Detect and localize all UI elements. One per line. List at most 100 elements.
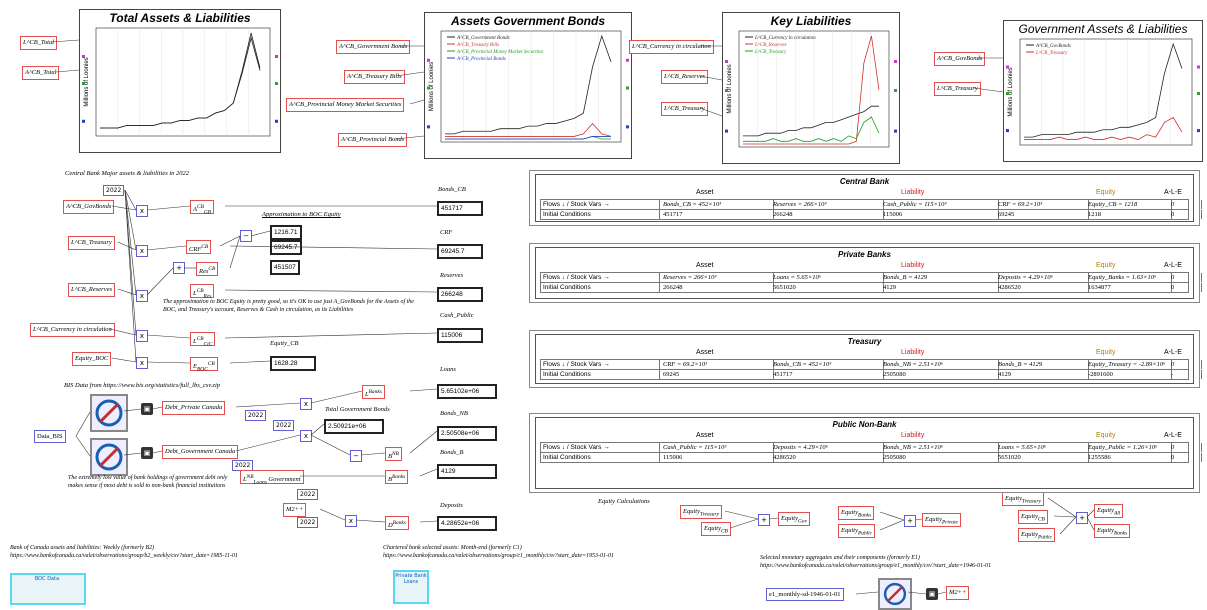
- var-equity-boc[interactable]: Equity_BOC: [72, 352, 112, 366]
- operator-index[interactable]: x: [136, 357, 148, 369]
- var-bonds-b-flow[interactable]: BBanks: [385, 470, 409, 484]
- var-crf-eq[interactable]: EquityCB: [1018, 510, 1048, 524]
- operator-index[interactable]: x: [300, 398, 312, 410]
- initial-value-cell[interactable]: 4129: [881, 283, 999, 292]
- operator-subtract[interactable]: −: [350, 450, 362, 462]
- var-crf[interactable]: CRFCB: [186, 240, 212, 254]
- stock-var-cell[interactable]: 0: [1169, 273, 1202, 282]
- stock-var-cell[interactable]: Loans = 5.65×10⁶: [771, 273, 884, 282]
- initial-value-cell[interactable]: 69245: [996, 210, 1089, 219]
- stock-var-cell[interactable]: Bonds_CB = 452×10³: [661, 200, 774, 209]
- stock-var-cell[interactable]: 0: [1169, 200, 1202, 209]
- var-a-govbonds[interactable]: A^CB_GovBonds: [934, 52, 986, 66]
- year-box[interactable]: 2022: [245, 410, 267, 421]
- var-eq-flow[interactable]: EBOCCB: [190, 357, 218, 372]
- var-m2-e1[interactable]: M2++: [946, 586, 970, 600]
- var-a-government-bonds[interactable]: A^CB_Government Bonds: [336, 40, 411, 54]
- var-equity-public-2[interactable]: EquityPublic: [1018, 528, 1056, 542]
- var-reserves-calc[interactable]: ResCB: [196, 262, 219, 276]
- stock-var-cell[interactable]: Bonds_B = 4129: [881, 273, 999, 282]
- stock-var-cell[interactable]: Equity_Treasury = -2.89×10⁶: [1086, 360, 1172, 369]
- stock-var-cell[interactable]: Bonds_CB = 452×10³: [771, 360, 884, 369]
- lock-icon[interactable]: ▣: [926, 588, 938, 600]
- operator-index[interactable]: x: [300, 430, 312, 442]
- initial-value-cell[interactable]: 451717: [661, 210, 774, 219]
- initial-value-cell[interactable]: 1255586: [1086, 453, 1172, 462]
- var-equity-cb[interactable]: EquityCB: [701, 522, 731, 536]
- var-l-reserves[interactable]: L^CB_Reserves: [661, 70, 709, 84]
- var-loans-flow[interactable]: LBanks: [362, 385, 385, 399]
- var-equity-banks[interactable]: EquityBanks: [838, 506, 875, 520]
- var-l-treasury-2[interactable]: L^CB_Treasury: [934, 82, 981, 96]
- operator-add[interactable]: +: [904, 515, 916, 527]
- year-box[interactable]: 2022: [297, 489, 319, 500]
- initial-value-cell[interactable]: 0: [1169, 453, 1202, 462]
- initial-value-cell[interactable]: 69245: [661, 370, 774, 379]
- year-box[interactable]: 2022: [273, 420, 295, 431]
- var-debt-government[interactable]: Debt_Government Canada: [162, 445, 239, 459]
- private-bank-loans-thumbnail[interactable]: Private Bank Loans: [393, 570, 429, 604]
- var-l-cic-flow[interactable]: LCBCiC: [190, 332, 216, 347]
- stock-var-cell[interactable]: Reserves = 266×10³: [661, 273, 774, 282]
- initial-value-cell[interactable]: 5651020: [996, 453, 1089, 462]
- initial-value-cell[interactable]: 115006: [661, 453, 774, 462]
- initial-value-cell[interactable]: 2505080: [881, 370, 999, 379]
- stock-var-cell[interactable]: Reserves = 266×10³: [771, 200, 884, 209]
- stock-var-cell[interactable]: Loans = 5.65×10⁶: [996, 443, 1089, 452]
- operator-index[interactable]: x: [136, 205, 148, 217]
- initial-value-cell[interactable]: 4286520: [996, 283, 1089, 292]
- stock-var-cell[interactable]: Cash_Public = 115×10³: [881, 200, 999, 209]
- stock-var-cell[interactable]: Bonds_NB = 2.51×10⁶: [881, 360, 999, 369]
- lock-icon[interactable]: ▣: [141, 447, 153, 459]
- var-equity-banks-2[interactable]: EquityBanks: [1094, 524, 1131, 538]
- year-box[interactable]: 2022: [297, 517, 319, 528]
- lock-icon[interactable]: ▣: [141, 403, 153, 415]
- data-bis[interactable]: Data_BIS: [34, 430, 66, 443]
- stock-var-cell[interactable]: Cash_Public = 115×10³: [661, 443, 774, 452]
- var-equity-treasury-2[interactable]: EquityTreasury: [1002, 492, 1044, 506]
- initial-value-cell[interactable]: 266248: [771, 210, 884, 219]
- stock-var-cell[interactable]: CRF = 69.2×10³: [996, 200, 1089, 209]
- stock-var-cell[interactable]: Bonds_NB = 2.51×10⁶: [881, 443, 999, 452]
- var-equity-gov[interactable]: EquityGov: [778, 512, 810, 526]
- var-a-provincial-bonds[interactable]: A^CB_Provincial Bonds: [338, 133, 408, 147]
- initial-value-cell[interactable]: 5651020: [771, 283, 884, 292]
- operator-subtract[interactable]: −: [240, 230, 252, 242]
- var-a-provincial-mms[interactable]: A^CB_Provincial Money Market Securities: [286, 98, 405, 112]
- var-a-total[interactable]: A^CB_Total: [22, 66, 60, 80]
- initial-value-cell[interactable]: 4286520: [771, 453, 884, 462]
- stock-var-cell[interactable]: Equity_Banks = 1.63×10⁶: [1086, 273, 1172, 282]
- var-l-cic-mid[interactable]: L^CB_Currency in circulation: [30, 323, 115, 337]
- var-l-currency-in-circulation[interactable]: L^CB_Currency in circulation: [629, 40, 714, 54]
- stock-var-cell[interactable]: Equity_CB = 1218: [1086, 200, 1172, 209]
- var-debt-private[interactable]: Debt_Private Canada: [162, 401, 226, 415]
- year-box[interactable]: 2022: [103, 185, 125, 196]
- chart-assets-government-bonds[interactable]: Assets Government Bonds Millions of Loon…: [424, 12, 632, 159]
- var-equity-treasury[interactable]: EquityTreasury: [680, 505, 722, 519]
- initial-value-cell[interactable]: 1218: [1086, 210, 1172, 219]
- initial-value-cell[interactable]: 1634877: [1086, 283, 1172, 292]
- operator-add[interactable]: +: [1076, 512, 1088, 524]
- var-l-reserves-mid[interactable]: L^CB_Reserves: [68, 283, 116, 297]
- operator-index[interactable]: x: [345, 515, 357, 527]
- var-l-treasury-mid[interactable]: L^CB_Treasury: [68, 236, 115, 250]
- var-a-treasury-bills[interactable]: A^CB_Treasury Bills: [344, 70, 405, 84]
- operator-add[interactable]: +: [758, 514, 770, 526]
- var-l-res-flow[interactable]: LCBRes: [190, 284, 215, 299]
- var-a-gb-flow[interactable]: ACBGB: [190, 200, 215, 215]
- var-loans-gov[interactable]: LNBLoans Government: [240, 470, 304, 485]
- boc-data-thumbnail[interactable]: BOC Data: [10, 573, 86, 605]
- operator-add[interactable]: +: [173, 262, 185, 274]
- var-l-treasury[interactable]: L^CB_Treasury: [661, 102, 708, 116]
- initial-value-cell[interactable]: -2891600: [1086, 370, 1172, 379]
- initial-value-cell[interactable]: 0: [1169, 283, 1202, 292]
- var-a-govbonds-mid[interactable]: A^CB_GovBonds: [63, 200, 115, 214]
- stock-var-cell[interactable]: Deposits = 4.29×10⁶: [996, 273, 1089, 282]
- var-equity-public[interactable]: EquityPublic: [838, 524, 876, 538]
- e1-file-input[interactable]: e1_monthly-sd-1946-01-01: [766, 588, 844, 601]
- initial-value-cell[interactable]: -: [1169, 370, 1202, 379]
